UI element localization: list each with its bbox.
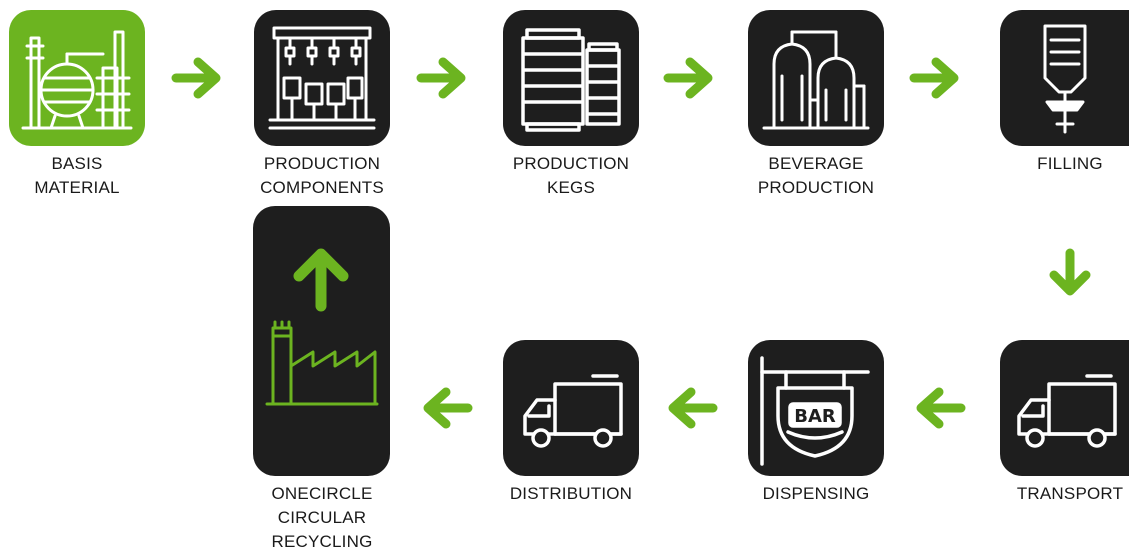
step-label: FILLING — [1037, 154, 1103, 173]
filling-station-icon — [1043, 24, 1086, 134]
step-label: PRODUCTION COMPONENTS — [260, 154, 384, 197]
brewery-tanks-icon — [762, 30, 870, 130]
assembly-machine-icon — [268, 26, 376, 130]
step-basis-material-tile — [9, 10, 145, 146]
step-transport-tile — [1000, 340, 1129, 476]
arrow-left-icon — [911, 385, 967, 431]
arrow-right-icon — [415, 55, 471, 101]
arrow-up-icon — [293, 248, 349, 312]
truck-icon — [1016, 374, 1117, 448]
step-label: DISTRIBUTION — [509, 484, 633, 503]
step-label: DISPENSING — [762, 484, 870, 503]
arrow-down-icon — [1046, 247, 1094, 299]
step-production-components-tile — [254, 10, 390, 146]
step-production-kegs-tile — [503, 10, 639, 146]
step-filling-tile — [1000, 10, 1129, 146]
bar-sign-icon: BAR — [760, 356, 870, 466]
truck-icon — [523, 374, 623, 448]
step-label: BEVERAGE PRODUCTION — [757, 154, 875, 197]
step-label: PRODUCTION KEGS — [512, 154, 630, 197]
arrow-right-icon — [170, 55, 226, 101]
arrow-left-icon — [418, 385, 474, 431]
bar-sign-text: BAR — [794, 406, 836, 427]
factory-icon — [265, 320, 379, 406]
step-label: BASIS MATERIAL — [34, 154, 120, 197]
step-distribution-tile — [503, 340, 639, 476]
step-dispensing-tile: BAR — [748, 340, 884, 476]
kegs-icon — [521, 28, 621, 132]
step-beverage-production-tile — [748, 10, 884, 146]
refinery-icon — [21, 30, 133, 130]
step-recycling-tile — [253, 206, 390, 476]
arrow-right-icon — [908, 55, 964, 101]
arrow-left-icon — [663, 385, 719, 431]
step-label: ONECIRCLE CIRCULAR RECYCLING — [271, 484, 373, 551]
step-label: TRANSPORT — [1016, 484, 1124, 503]
arrow-right-icon — [662, 55, 718, 101]
